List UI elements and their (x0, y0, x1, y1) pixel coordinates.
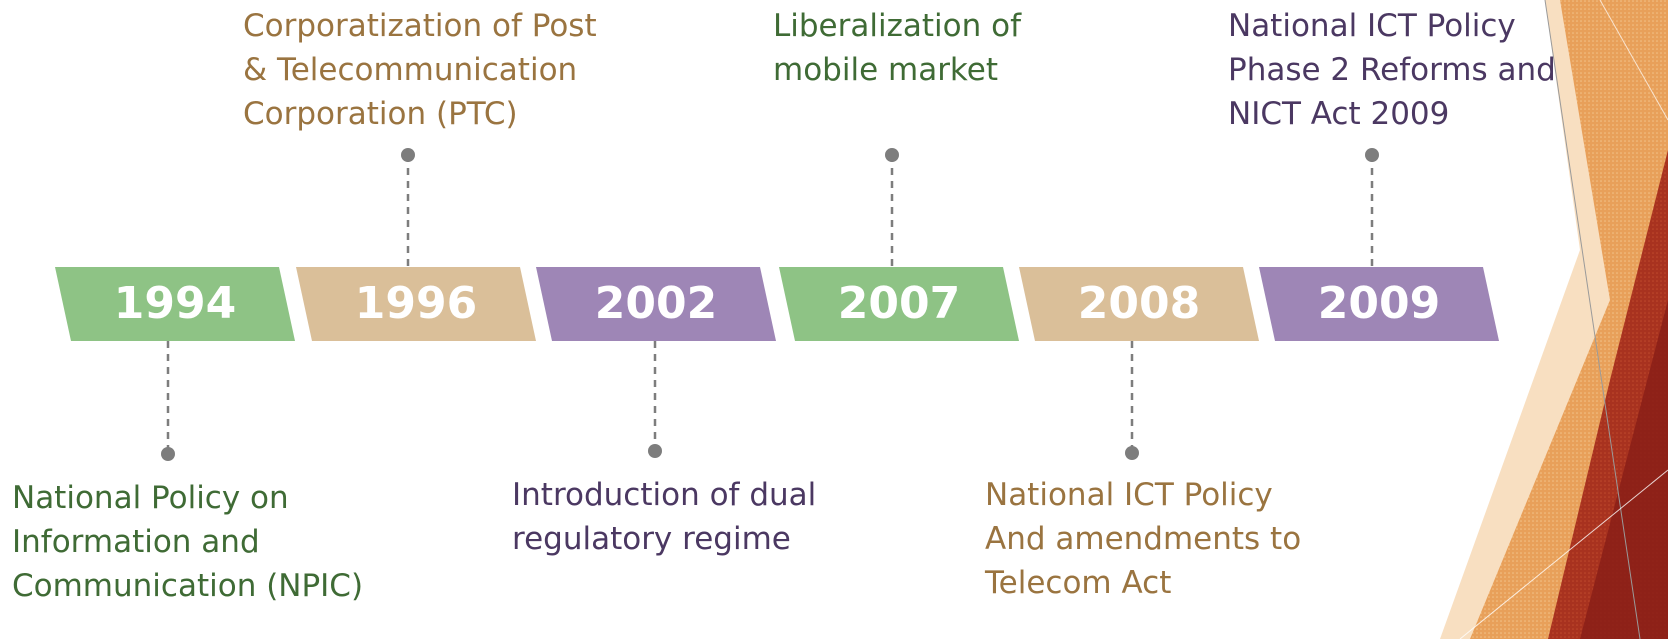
event-1996-line-3: Corporation (PTC) (243, 96, 518, 132)
year-band-2008 (1019, 267, 1259, 341)
deco-line-2 (1459, 469, 1668, 639)
event-1994-line-1: National Policy on (12, 480, 289, 516)
deco-dark-shape (1580, 300, 1668, 639)
year-label-2008: 2008 (1078, 278, 1200, 329)
event-1994-line-2: Information and (12, 524, 260, 560)
event-2002-line-1: Introduction of dual (512, 477, 817, 513)
year-label-1994: 1994 (114, 278, 236, 329)
connector-dot-2007 (885, 148, 899, 162)
deco-line-1 (1544, 0, 1641, 639)
event-label-1996: Corporatization of Post & Telecommunicat… (243, 4, 597, 136)
event-label-2002: Introduction of dual regulatory regime (512, 473, 816, 561)
event-2008-line-1: National ICT Policy (985, 477, 1273, 513)
event-label-2008: National ICT Policy And amendments to Te… (985, 473, 1301, 605)
year-band-1996 (296, 267, 536, 341)
connector-dot-2009 (1365, 148, 1379, 162)
year-band-2002 (536, 267, 776, 341)
event-2009-line-2: Phase 2 Reforms and (1228, 52, 1556, 88)
event-label-1994: National Policy on Information and Commu… (12, 476, 363, 608)
event-2009-line-3: NICT Act 2009 (1228, 96, 1450, 132)
event-2008-line-2: And amendments to (985, 521, 1302, 557)
connector-dot-2008 (1125, 446, 1139, 460)
connector-dot-1994 (161, 447, 175, 461)
connector-dot-2002 (648, 444, 662, 458)
event-1994-line-3: Communication (NPIC) (12, 568, 364, 604)
event-2008-line-3: Telecom Act (985, 565, 1172, 601)
year-label-2002: 2002 (595, 278, 717, 329)
event-1996-line-1: Corporatization of Post (243, 8, 597, 44)
event-label-2007: Liberalization of mobile market (773, 4, 1021, 92)
timeline-connectors (161, 148, 1379, 461)
event-2002-line-2: regulatory regime (512, 521, 791, 557)
timeline-bands: 1994 1996 2002 2007 2008 2009 (55, 267, 1499, 341)
event-2007-line-2: mobile market (773, 52, 999, 88)
deco-line-3 (1599, 0, 1668, 121)
event-2009-line-1: National ICT Policy (1228, 8, 1516, 44)
year-band-2007 (779, 267, 1019, 341)
year-band-2009 (1259, 267, 1499, 341)
event-1996-line-2: & Telecommunication (243, 52, 578, 88)
year-label-1996: 1996 (355, 278, 477, 329)
year-band-1994 (55, 267, 295, 341)
year-label-2009: 2009 (1318, 278, 1440, 329)
event-label-2009: National ICT Policy Phase 2 Reforms and … (1228, 4, 1556, 136)
year-label-2007: 2007 (838, 278, 960, 329)
connector-dot-1996 (401, 148, 415, 162)
event-2007-line-1: Liberalization of (773, 8, 1021, 44)
